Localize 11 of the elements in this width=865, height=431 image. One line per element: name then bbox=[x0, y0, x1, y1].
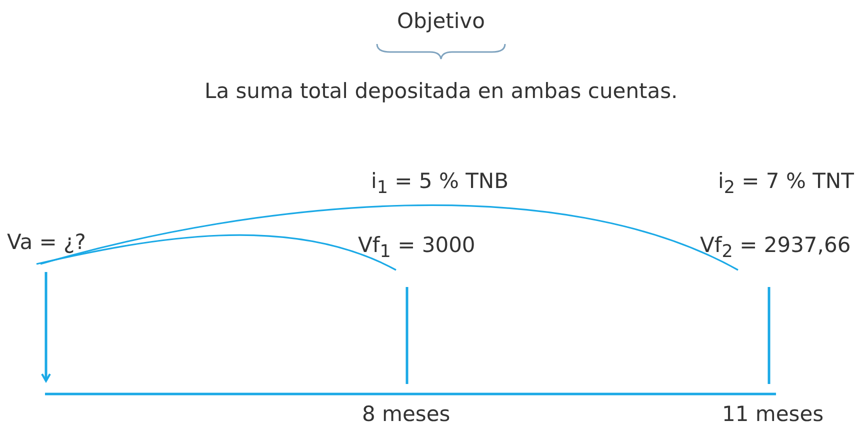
value-label: Vf$_{1}$ = 3000 bbox=[356, 229, 478, 268]
objective-text: La suma total depositada en ambas cuentas. bbox=[204, 78, 678, 104]
interest-arc bbox=[36, 234, 396, 271]
value-label: Va = ¿? bbox=[5, 226, 88, 258]
value-label: Vf$_{2}$ = 2937,66 bbox=[698, 229, 853, 268]
interest-arc bbox=[40, 204, 738, 271]
rate-label: i$_{1}$ = 5 % TNB bbox=[371, 168, 509, 200]
time-label: 8 meses bbox=[362, 401, 450, 427]
rate-label: i$_{2}$ = 7 % TNT bbox=[718, 168, 854, 200]
heading-text: Objetivo bbox=[397, 8, 485, 34]
time-label: 11 meses bbox=[722, 401, 824, 427]
